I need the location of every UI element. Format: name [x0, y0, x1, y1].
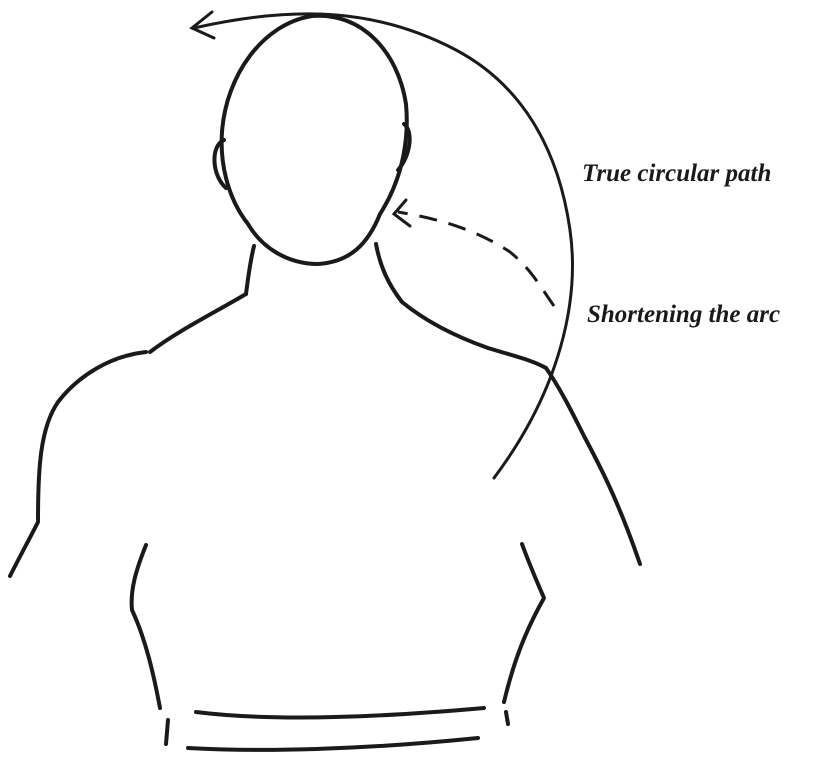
left-deltoid — [38, 352, 146, 520]
right-torso-side — [504, 544, 544, 702]
shortening-the-arc-label: Shortening the arc — [587, 301, 780, 329]
waist-line-lower — [188, 738, 478, 750]
waist-line-upper — [196, 708, 484, 718]
true-circular-arc — [194, 14, 572, 478]
neck-right — [376, 244, 546, 368]
left-torso-side — [132, 545, 160, 708]
left-arm-edge — [10, 522, 38, 576]
waist-mark-left — [166, 720, 168, 744]
head-outline — [222, 16, 407, 264]
right-shoulder — [546, 368, 640, 564]
true-circular-path-label: True circular path — [582, 160, 771, 188]
waist-mark-right — [506, 712, 508, 724]
neck-left — [246, 246, 254, 294]
left-shoulder-line — [150, 294, 246, 352]
shortened-arc-dashed — [398, 212, 554, 306]
